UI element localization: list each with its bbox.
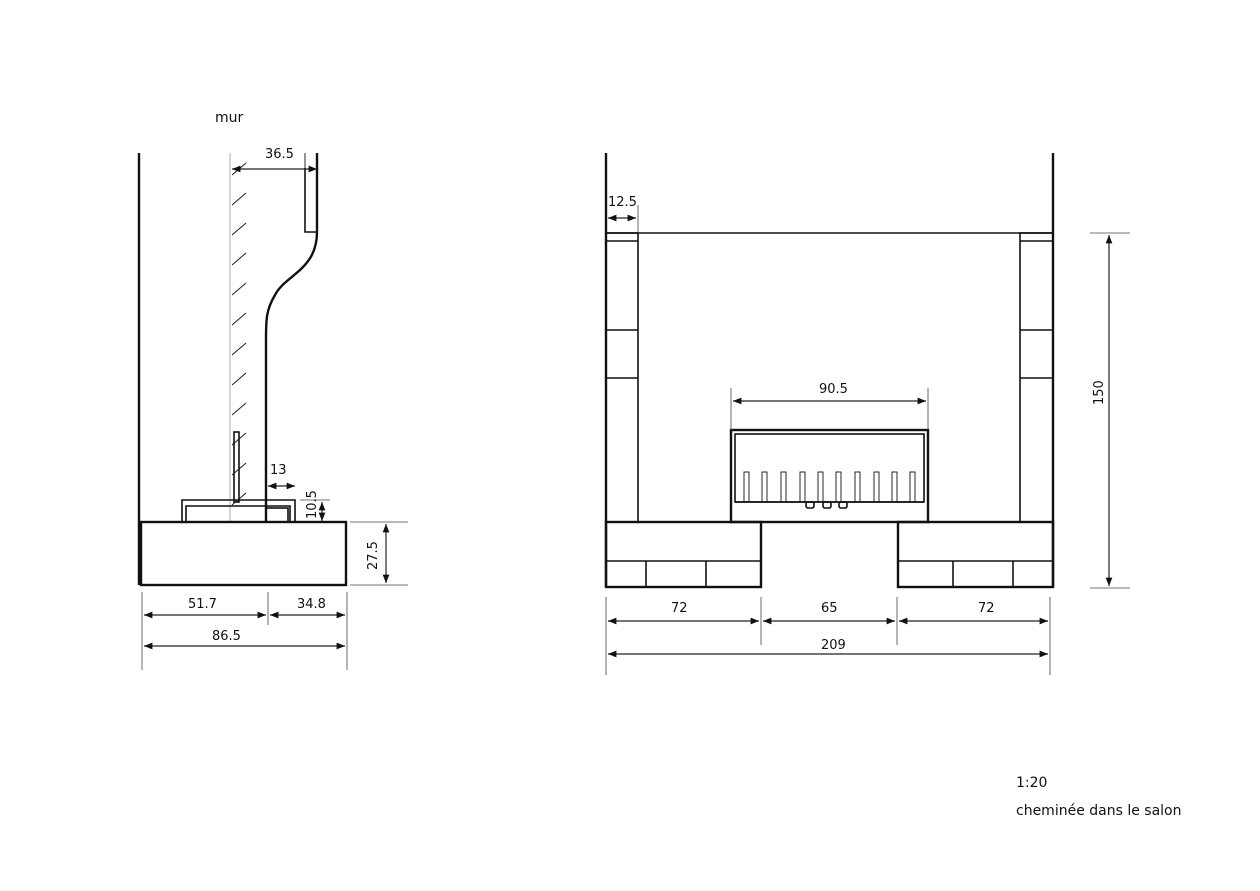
svg-text:36.5: 36.5 <box>265 147 294 162</box>
dim-opening: 65 <box>821 601 838 616</box>
svg-text:150: 150 <box>1092 380 1107 405</box>
dim-back-depth: 34.8 <box>297 597 326 612</box>
front-elevation: 12.5 90.5 150 72 65 72 <box>604 153 1130 675</box>
svg-text:90.5: 90.5 <box>819 382 848 397</box>
right-jamb <box>1019 232 1054 523</box>
svg-text:12.5: 12.5 <box>608 195 637 210</box>
dim-hearth-lip: 13 <box>268 463 295 490</box>
wall-label: mur <box>215 110 244 126</box>
hearth-base <box>139 520 348 587</box>
chimney-profile <box>264 153 319 522</box>
drawing-caption: cheminée dans le salon <box>1016 803 1182 819</box>
grate-section <box>181 499 296 523</box>
scale-label: 1:20 <box>1016 775 1047 791</box>
svg-text:13: 13 <box>270 463 287 478</box>
section-view: mur 36.5 13 10.5 27.5 <box>137 110 408 670</box>
dim-left-base: 72 <box>671 601 688 616</box>
wall-hatch <box>229 153 247 522</box>
dim-height: 150 <box>1090 232 1130 589</box>
dim-right-base: 72 <box>978 601 995 616</box>
grate-front <box>729 428 930 524</box>
dim-grate-width: 90.5 <box>730 382 929 430</box>
dim-total-depth: 86.5 <box>212 629 241 644</box>
dim-jamb-width: 12.5 <box>608 195 639 233</box>
dim-top-depth: 36.5 <box>232 147 317 173</box>
dim-total-width: 209 <box>821 638 846 653</box>
chimney-inner-line <box>304 168 317 233</box>
andiron-post <box>233 431 240 503</box>
left-jamb <box>605 232 639 523</box>
dim-hearth-height: 27.5 <box>350 521 408 586</box>
right-hearth-base <box>896 520 1055 589</box>
dim-elevation-bottom: 72 65 72 209 <box>605 597 1051 675</box>
dim-grate-height: 10.5 <box>300 490 330 521</box>
svg-text:10.5: 10.5 <box>305 490 320 519</box>
dim-front-depth: 51.7 <box>188 597 217 612</box>
dim-section-bottom: 51.7 34.8 86.5 <box>141 592 348 670</box>
left-hearth-base <box>604 520 763 589</box>
svg-text:27.5: 27.5 <box>366 541 381 570</box>
